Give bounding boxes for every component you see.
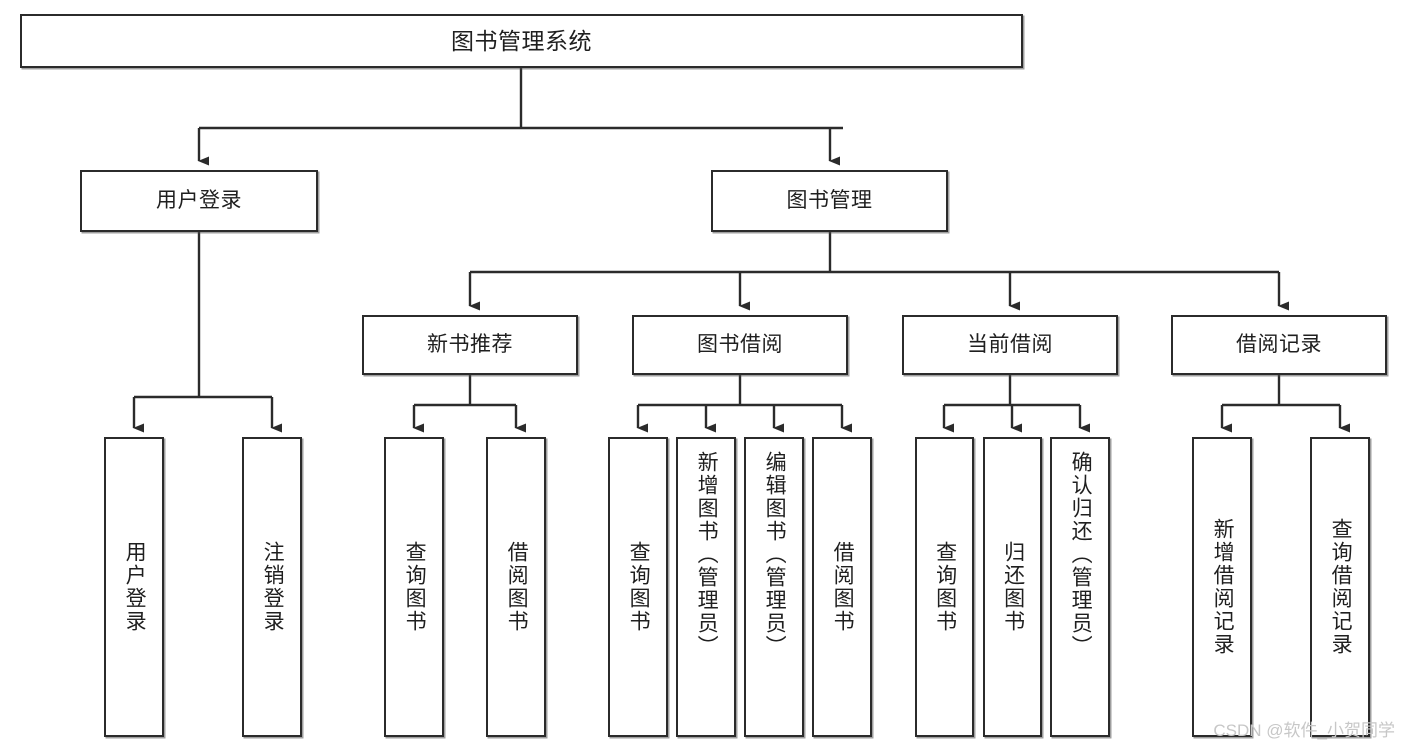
node-label: 查询图书 [403, 541, 427, 633]
node-label: 借阅图书 [831, 541, 855, 633]
csdn-watermark: CSDN @软件_小贺同学 [1213, 721, 1395, 740]
node-label: 归还图书 [1001, 541, 1025, 633]
node-label: 查询图书 [933, 541, 957, 633]
node-label: 新增图书（管理员） [695, 451, 719, 658]
leaf-confirm-return[interactable]: 确认归还（管理员） [1050, 437, 1110, 737]
leaf-borrow-book-1[interactable]: 借阅图书 [486, 437, 546, 737]
node-label: 图书管理 [786, 188, 873, 212]
leaf-query-book-1[interactable]: 查询图书 [384, 437, 444, 737]
edges-current-borrow-to-leaves [942, 375, 1090, 433]
leaf-user-logout[interactable]: 注销登录 [242, 437, 302, 737]
edges-book-borrow-to-leaves [636, 375, 852, 433]
node-label: 查询借阅记录 [1329, 518, 1353, 656]
leaf-user-login[interactable]: 用户登录 [104, 437, 164, 737]
leaf-return-book[interactable]: 归还图书 [983, 437, 1042, 737]
node-borrow-record[interactable]: 借阅记录 [1171, 315, 1387, 375]
leaf-query-record[interactable]: 查询借阅记录 [1310, 437, 1370, 737]
edges-user-login-to-leaves [132, 232, 282, 433]
node-book-management[interactable]: 图书管理 [711, 170, 948, 232]
leaf-add-book[interactable]: 新增图书（管理员） [676, 437, 736, 737]
node-label: 新书推荐 [427, 332, 513, 356]
edges-new-book-recommend-to-leaves [412, 375, 526, 433]
node-label: 当前借阅 [967, 332, 1053, 356]
node-label: 新增借阅记录 [1211, 518, 1235, 656]
node-label: 图书借阅 [697, 332, 783, 356]
node-label: 图书管理系统 [451, 27, 592, 54]
node-new-book-recommend[interactable]: 新书推荐 [362, 315, 578, 375]
node-label: 确认归还（管理员） [1069, 451, 1093, 658]
leaf-query-book-2[interactable]: 查询图书 [608, 437, 668, 737]
node-label: 用户登录 [156, 188, 242, 212]
node-user-login[interactable]: 用户登录 [80, 170, 318, 232]
node-label: 查询图书 [627, 541, 651, 633]
edges-borrow-record-to-leaves [1220, 375, 1350, 433]
node-book-borrow[interactable]: 图书借阅 [632, 315, 848, 375]
node-label: 注销登录 [261, 541, 285, 633]
node-label: 借阅图书 [505, 541, 529, 633]
node-current-borrow[interactable]: 当前借阅 [902, 315, 1118, 375]
edges-book-management-to-level3 [468, 232, 1289, 311]
node-root-book-management-system[interactable]: 图书管理系统 [20, 14, 1023, 68]
edges-root-to-level2 [197, 68, 843, 166]
leaf-edit-book[interactable]: 编辑图书（管理员） [744, 437, 804, 737]
leaf-borrow-book-2[interactable]: 借阅图书 [812, 437, 872, 737]
leaf-query-book-3[interactable]: 查询图书 [915, 437, 974, 737]
node-label: 编辑图书（管理员） [763, 451, 787, 658]
leaf-add-record[interactable]: 新增借阅记录 [1192, 437, 1252, 737]
node-label: 借阅记录 [1236, 332, 1322, 356]
node-label: 用户登录 [123, 541, 147, 633]
